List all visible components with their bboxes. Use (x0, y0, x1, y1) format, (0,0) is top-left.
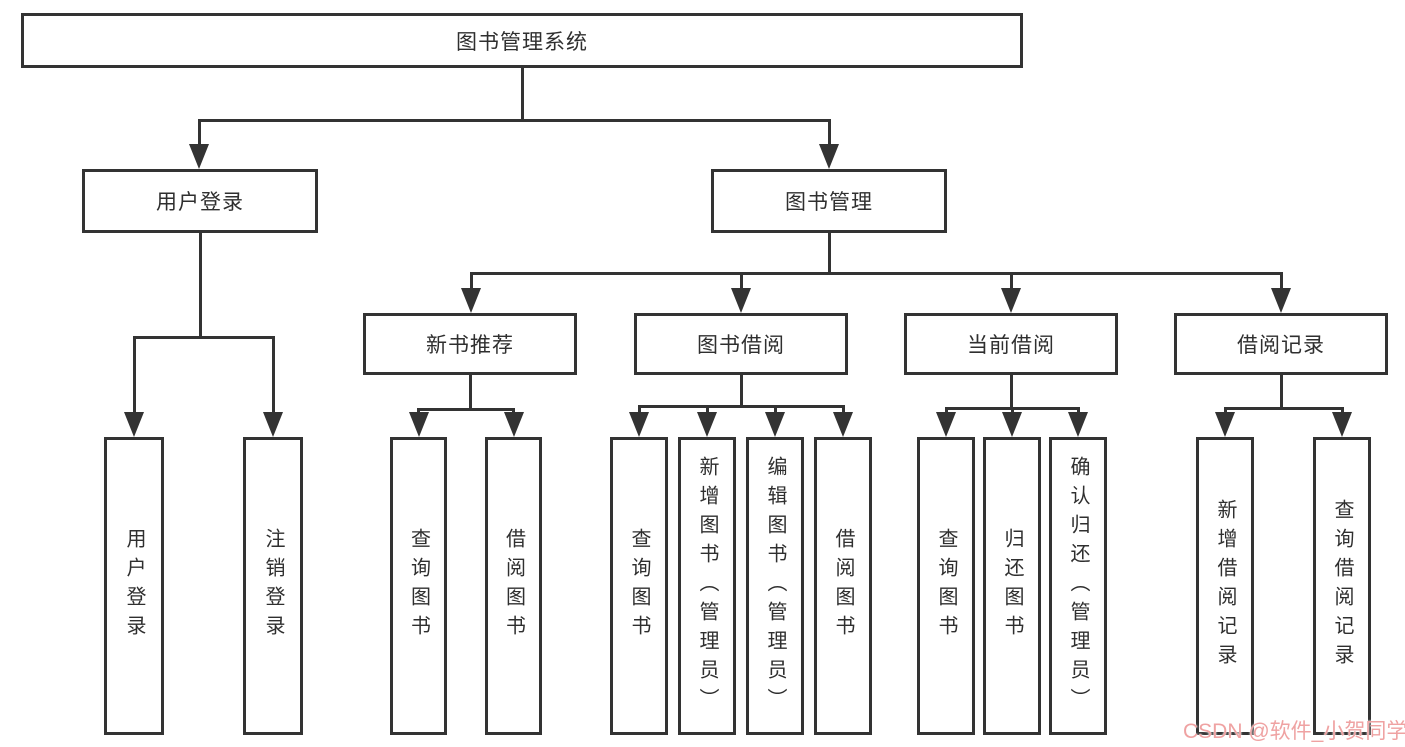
node-bw-edit: 编辑图书（管理员） (746, 437, 804, 735)
node-root-label: 图书管理系统 (456, 30, 588, 54)
node-ul-login-label: 用户登录 (123, 528, 145, 644)
arrow-bw-borrow (833, 412, 853, 437)
node-cu-return-label: 归还图书 (1001, 528, 1023, 644)
node-bw-edit-label: 编辑图书（管理员） (764, 455, 786, 717)
arrow-ul-login (124, 412, 144, 437)
stem-rc-add (1223, 407, 1227, 415)
arrow-to-book-mgmt (819, 144, 839, 169)
node-rc-add-label: 新增借阅记录 (1214, 499, 1236, 673)
connector-records-down (1279, 375, 1283, 410)
arrow-nb-query (408, 412, 429, 437)
node-borrow: 图书借阅 (634, 313, 848, 375)
stem-current (1009, 272, 1013, 290)
stem-borrow (739, 272, 743, 290)
node-nb-query-label: 查询图书 (407, 528, 430, 644)
node-new-book-label: 新书推荐 (426, 334, 514, 357)
connector-userlogin-down (198, 233, 202, 339)
arrow-nb-borrow (503, 412, 524, 437)
node-ul-login: 用户登录 (104, 437, 164, 735)
arrow-rc-query (1332, 412, 1352, 437)
node-book-mgmt: 图书管理 (711, 169, 947, 233)
connector-userlogin-stem (197, 119, 201, 147)
node-cu-query-label: 查询图书 (935, 528, 957, 644)
stem-bw-borrow (841, 405, 845, 415)
node-bw-add-label: 新增图书（管理员） (696, 455, 718, 717)
connector-bookmgmt-stem (827, 119, 831, 147)
node-current: 当前借阅 (904, 313, 1118, 375)
node-nb-borrow: 借阅图书 (485, 437, 542, 735)
connector-records-bar (1223, 407, 1344, 410)
node-root: 图书管理系统 (21, 13, 1023, 68)
connector-newbook-bar (417, 408, 515, 411)
arrow-bw-edit (765, 412, 785, 437)
node-nb-query: 查询图书 (390, 437, 447, 735)
stem-rc-query (1340, 407, 1344, 415)
stem-records (1279, 272, 1283, 290)
connector-root-bar (197, 119, 831, 122)
node-new-book: 新书推荐 (363, 313, 577, 375)
node-cu-confirm: 确认归还（管理员） (1049, 437, 1107, 735)
node-current-label: 当前借阅 (967, 334, 1055, 357)
node-rc-query-label: 查询借阅记录 (1331, 499, 1353, 673)
node-cu-confirm-label: 确认归还（管理员） (1067, 455, 1089, 717)
stem-ul-login (132, 336, 136, 415)
node-bw-add: 新增图书（管理员） (678, 437, 736, 735)
connector-current-down (1009, 375, 1013, 410)
arrow-to-user-login (189, 144, 209, 169)
stem-cu-confirm (1076, 407, 1080, 415)
stem-bw-query (637, 405, 641, 415)
stem-nb-query (417, 408, 420, 415)
node-bw-query: 查询图书 (610, 437, 668, 735)
node-cu-query: 查询图书 (917, 437, 975, 735)
node-records: 借阅记录 (1174, 313, 1388, 375)
stem-bw-add (705, 405, 709, 415)
arrow-rc-add (1215, 412, 1235, 437)
node-user-login: 用户登录 (82, 169, 318, 233)
stem-nb-borrow (512, 408, 515, 415)
arrow-current (1001, 288, 1021, 313)
node-book-mgmt-label: 图书管理 (785, 191, 873, 214)
stem-bw-edit (773, 405, 777, 415)
node-borrow-label: 图书借阅 (697, 334, 785, 357)
node-cu-return: 归还图书 (983, 437, 1041, 735)
connector-bookmgmt-bar (469, 272, 1283, 275)
arrow-records (1271, 288, 1291, 313)
node-rc-add: 新增借阅记录 (1196, 437, 1254, 735)
node-rc-query: 查询借阅记录 (1313, 437, 1371, 735)
arrow-bw-add (697, 412, 717, 437)
connector-userlogin-bar (132, 336, 275, 339)
csdn-watermark: CSDN @软件_小贺同学 (1183, 720, 1405, 743)
stem-cu-return (1010, 407, 1014, 415)
node-bw-query-label: 查询图书 (628, 528, 650, 644)
node-nb-borrow-label: 借阅图书 (502, 528, 525, 644)
stem-ul-logout (271, 336, 275, 415)
node-bw-borrow: 借阅图书 (814, 437, 872, 735)
node-ul-logout: 注销登录 (243, 437, 303, 735)
arrow-borrow (731, 288, 751, 313)
connector-newbook-down (468, 375, 472, 411)
arrow-bw-query (629, 412, 649, 437)
node-records-label: 借阅记录 (1237, 334, 1325, 357)
node-user-login-label: 用户登录 (156, 191, 244, 214)
stem-new-book (469, 272, 473, 290)
arrow-cu-confirm (1068, 412, 1088, 437)
stem-cu-query (944, 407, 948, 415)
arrow-new-book (461, 288, 481, 313)
node-ul-logout-label: 注销登录 (262, 528, 284, 644)
node-bw-borrow-label: 借阅图书 (832, 528, 854, 644)
connector-borrow-bar (637, 405, 845, 408)
arrow-ul-logout (263, 412, 283, 437)
connector-borrow-down (739, 375, 743, 408)
arrow-cu-return (1002, 412, 1022, 437)
arrow-cu-query (936, 412, 956, 437)
connector-root-stem (520, 68, 524, 119)
connector-bookmgmt-down (827, 233, 831, 275)
